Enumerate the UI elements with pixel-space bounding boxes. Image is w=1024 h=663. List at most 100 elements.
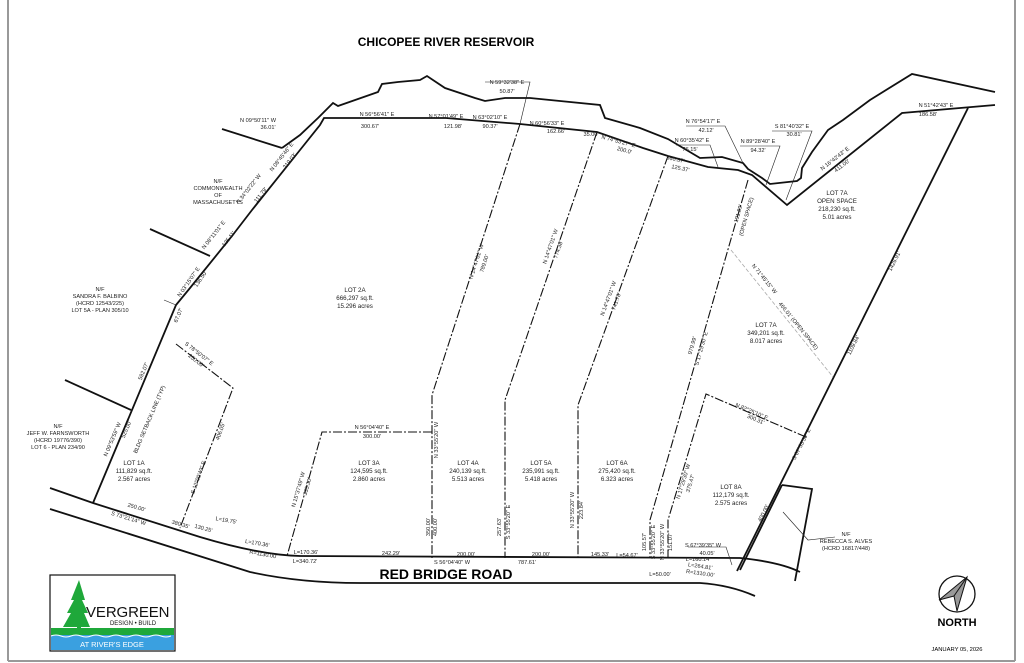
distance-label: 375.47' [686, 474, 697, 493]
alves-parcel-line [781, 484, 814, 582]
lot-acres: 8.017 acres [750, 338, 782, 345]
distance-label: 1426.91' [888, 251, 903, 273]
distance-label: 111.79' [254, 187, 269, 204]
lot-area: 349,201 sq.ft. [747, 330, 785, 337]
distance-label: 121.98' [444, 124, 462, 130]
bearing-label: S 33°55'20" E [506, 504, 512, 539]
distance-label: 162.66' [547, 129, 565, 135]
abutter-text: (HCRD 16817/448) [822, 546, 870, 552]
lot-note: OPEN SPACE [817, 198, 857, 205]
leader [688, 546, 733, 566]
bearing-label: S 81°40'32" E [775, 124, 810, 130]
distance-label: 30.81' [786, 132, 801, 138]
curve-label: R=1130.00' [249, 550, 278, 561]
lot-name: LOT 2A [344, 287, 366, 294]
logo-tagline: DESIGN • BUILD [110, 621, 157, 627]
distance-label: 466.01' (OPEN SPACE) [777, 301, 819, 351]
leader [676, 144, 719, 168]
curve-label: L=340.72' [293, 559, 318, 565]
lot-acres: 6.323 acres [601, 476, 633, 483]
distance-label: 787.61' [518, 560, 536, 566]
bearing-label: N 57°01'49" E [429, 114, 464, 120]
distance-label: 979.99' [688, 336, 699, 355]
lot-name: LOT 7A [755, 322, 777, 329]
distance-label: 250.00' [127, 503, 146, 514]
distance-label: 151.07' [668, 533, 674, 551]
lot-8a-label: LOT 8A 112,179 sq.ft. 2.575 acres [712, 484, 749, 507]
distance-label: 242.29' [382, 551, 400, 557]
lot-4a-label: LOT 4A 240,139 sq.ft. 5.513 acres [449, 460, 487, 483]
distance-label: 36.01' [260, 125, 275, 131]
lot-area: 275,420 sq.ft. [598, 468, 636, 475]
lot-line-6a-west [577, 155, 669, 558]
distance-label: 130.25' [194, 524, 213, 535]
abutter-text: REBECCA S. ALVES [820, 539, 873, 545]
distance-label: 335.30' [303, 477, 314, 496]
lot-area: 666,297 sq.ft. [336, 295, 374, 302]
abutter-line [149, 228, 211, 257]
logo-subtitle: AT RIVER'S EDGE [80, 640, 144, 649]
curve-label: L=50.00' [649, 572, 670, 578]
boundary-labels: N 09°50'11" W 36.01' N 56°56'41" E 300.6… [103, 80, 953, 579]
lot-acres: 2.860 acres [353, 476, 385, 483]
reservoir-title: CHICOPEE RIVER RESERVOIR [358, 35, 535, 49]
bearing-label: N 51°42'43" E [919, 103, 954, 109]
abutter-text: JEFF W. FARNSWORTH [27, 431, 90, 437]
bearing-label: S 12°00'49" E [190, 460, 208, 495]
abutter-text: LOT 5A - PLAN 305/10 [71, 308, 128, 314]
logo-brand: VERGREEN [86, 604, 170, 621]
leader [485, 81, 531, 125]
distance-label: 300.00' [363, 434, 381, 440]
lot-8a-east-line [739, 484, 783, 571]
evergreen-logo: VERGREEN DESIGN • BUILD AT RIVER'S EDGE [49, 574, 176, 652]
curve-label: L=170.36' [294, 550, 319, 556]
plan-date: JANUARY 05, 2026 [931, 647, 982, 653]
distance-label: 67.07' [173, 307, 184, 323]
lot-acres: 5.418 acres [525, 476, 557, 483]
distance-label: 94.32' [750, 148, 765, 154]
lot-7a-open-space-label: LOT 7A OPEN SPACE 218,230 sq.ft. 5.01 ac… [817, 190, 857, 221]
lot-acres: 5.01 acres [823, 214, 852, 221]
lot-area: 218,230 sq.ft. [818, 206, 856, 213]
abutter-line [221, 128, 283, 149]
bearing-label: N 76°54'17" E [686, 119, 721, 125]
distance-label: 200.0' [616, 146, 632, 156]
lot-area: 111,829 sq.ft. [116, 468, 153, 475]
bearing-label: N 56°04'40" E [355, 425, 390, 431]
lot-area: 240,139 sq.ft. [449, 468, 487, 475]
distance-label: 406.05' [215, 422, 227, 441]
lot-acres: 2.575 acres [715, 500, 747, 507]
bearing-label: N 09°50'11" W [240, 118, 277, 124]
abutter-text: (HCRD 19776/390) [34, 438, 82, 444]
abutter-text: LOT 6 - PLAN 234/90 [31, 445, 85, 451]
lot-acres: 5.513 acres [452, 476, 484, 483]
lot-line-5a-west [504, 131, 598, 558]
bearing-label: S 67°39'35" W [685, 543, 722, 549]
leader [782, 511, 836, 541]
abutter-text: SANDRA F. BALBINO [73, 294, 128, 300]
distance-label: 200.00' [532, 552, 550, 558]
lot-area: 112,179 sq.ft. [712, 492, 749, 499]
abutter-text: N/F [841, 532, 851, 538]
lot-2a-label: LOT 2A 666,297 sq.ft. 15.296 acres [336, 287, 374, 310]
lot-3a-label: LOT 3A 124,595 sq.ft. 2.860 acres [350, 460, 388, 483]
abutter-farnsworth: N/F JEFF W. FARNSWORTH (HCRD 19776/390) … [27, 424, 90, 451]
distance-label: 300.67' [361, 124, 379, 130]
lot-7a-label: LOT 7A 349,201 sq.ft. 8.017 acres [747, 322, 785, 345]
lot-name: LOT 8A [720, 484, 742, 491]
distance-label: 789.00' [479, 254, 490, 273]
lot-acres: 2.567 acres [118, 476, 150, 483]
distance-label: 90.37' [482, 124, 497, 130]
bearing-label: N 60°35'42" E [675, 138, 710, 144]
lot-5a-label: LOT 5A 235,991 sq.ft. 5.418 acres [522, 460, 560, 483]
leader [772, 130, 813, 201]
bearing-label: N 33°55'20" W [434, 421, 440, 458]
abutter-text: MASSACHUSETTS [193, 200, 243, 206]
distance-label: 191.89' [734, 204, 745, 223]
bearing-label: S 73°21'14" W [110, 511, 147, 527]
lot-line-7a-west [649, 179, 749, 558]
lot-name: LOT 5A [530, 460, 552, 467]
distance-label: 525.00' [121, 420, 134, 439]
lot-area: 124,595 sq.ft. [350, 468, 388, 475]
